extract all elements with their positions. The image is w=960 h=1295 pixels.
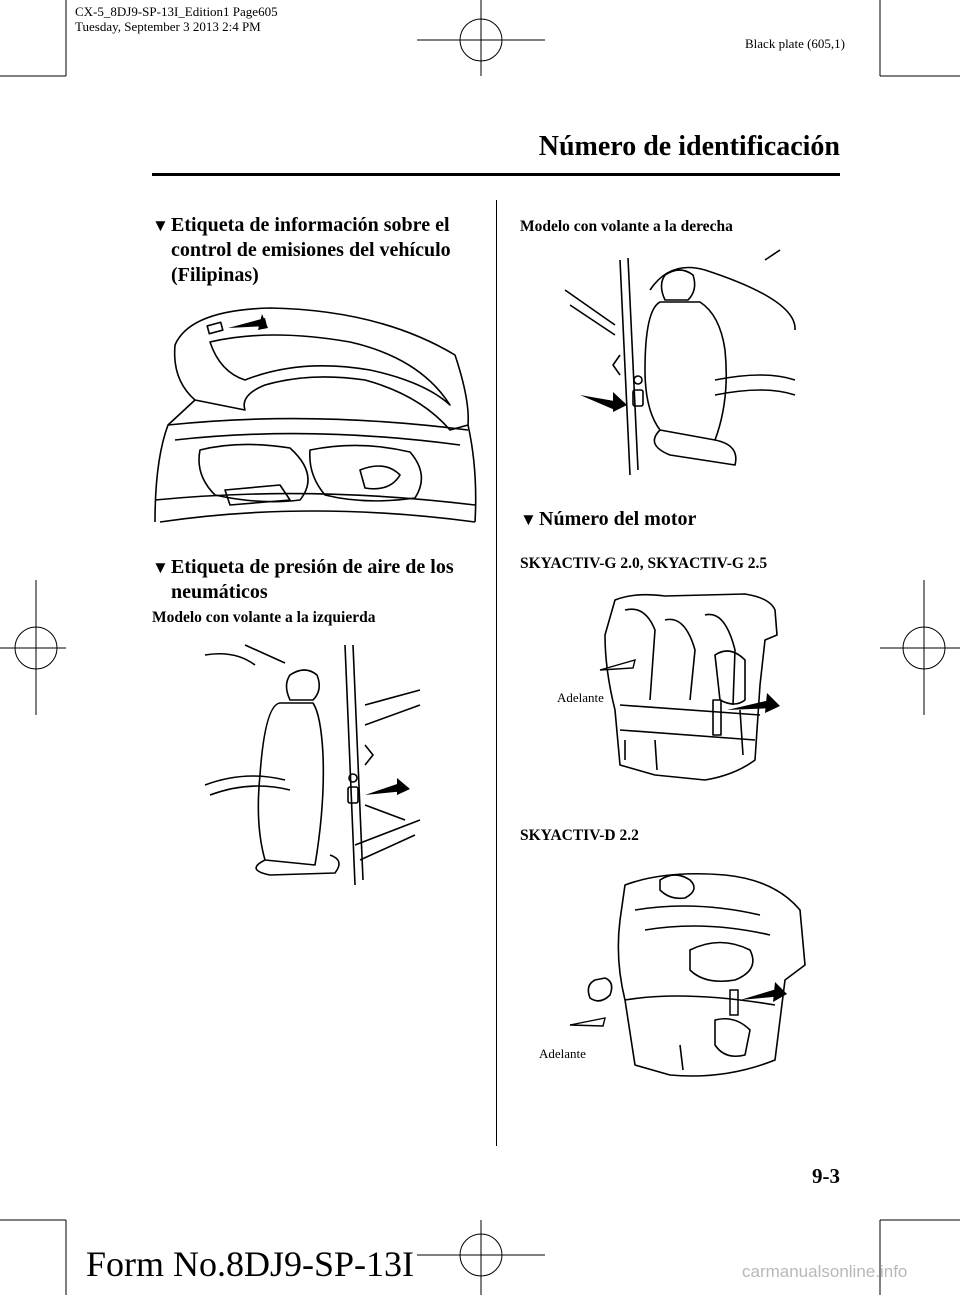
file-info-line2: Tuesday, September 3 2013 2:4 PM: [75, 19, 261, 34]
plate-info: Black plate (605,1): [745, 36, 845, 51]
engine-d-illustration: [569, 872, 806, 1077]
header-rule: [152, 173, 840, 176]
engine-d-label: SKYACTIV-D 2.2: [520, 827, 639, 844]
watermark: carmanualsonline.info: [742, 1262, 908, 1281]
triangle-bullet-icon: ▼: [520, 510, 537, 529]
heading-text: Número del motor: [539, 508, 697, 530]
rhd-door-illustration: [564, 249, 796, 476]
engine-g-illustration: [599, 593, 780, 781]
heading-emissions-label: ▼Etiqueta de información sobre el contro…: [152, 213, 482, 288]
front-label-d: Adelante: [539, 1046, 586, 1061]
heading-text: (Filipinas): [171, 264, 259, 286]
heading-text: control de emisiones del vehículo: [171, 239, 451, 261]
file-info-line1: CX-5_8DJ9-SP-13I_Edition1 Page605: [75, 4, 278, 19]
engine-g-label: SKYACTIV-G 2.0, SKYACTIV-G 2.5: [520, 555, 768, 572]
lhd-door-illustration: [204, 644, 421, 886]
form-number: Form No.8DJ9-SP-13I: [86, 1244, 415, 1284]
heading-text: Etiqueta de presión de aire de los: [171, 556, 454, 578]
column-divider: [496, 200, 497, 1146]
front-label-g: Adelante: [557, 690, 604, 705]
section-title: Número de identificación: [538, 131, 840, 162]
triangle-bullet-icon: ▼: [152, 558, 169, 577]
triangle-bullet-icon: ▼: [152, 216, 169, 235]
hood-open-illustration: [154, 307, 477, 523]
subheading-lhd: Modelo con volante a la izquierda: [152, 609, 376, 626]
heading-text: neumáticos: [171, 581, 268, 603]
heading-engine-number: ▼Número del motor: [520, 507, 696, 532]
heading-text: Etiqueta de información sobre el: [171, 214, 450, 236]
heading-tire-pressure: ▼Etiqueta de presión de aire de los neum…: [152, 555, 482, 605]
subheading-rhd: Modelo con volante a la derecha: [520, 218, 733, 235]
page-number: 9-3: [812, 1164, 840, 1188]
